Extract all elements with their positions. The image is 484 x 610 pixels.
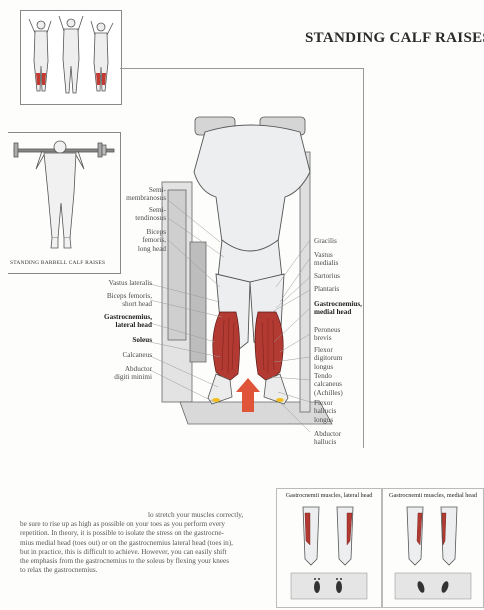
body-line: lo stretch your muscles correctly, xyxy=(20,511,275,520)
legs-medial-illustration xyxy=(383,499,483,605)
label-gastrocnemius-lateral: Gastrocnemius, lateral head xyxy=(104,313,152,330)
label-semitendinosus: Semi- tendinosus xyxy=(135,206,166,223)
label-vastus-medialis: Vastus medialis xyxy=(314,251,338,268)
label-plantaris: Plantaris xyxy=(314,285,339,293)
label-abductor-hallucis: Abductor hallucis xyxy=(314,430,341,447)
label-gracilis: Gracilis xyxy=(314,237,337,245)
three-figures-illustration xyxy=(21,11,121,104)
body-line: repetition. In theory, it is possible to… xyxy=(20,529,275,538)
body-line: to relax the gastrocnemius. xyxy=(20,566,275,575)
thumbnail-three-figures xyxy=(20,10,122,105)
label-abductor-digiti-minimi: Abductor digiti minimi xyxy=(114,365,152,382)
diagram-lateral-head: Gastrocnemii muscles, lateral head xyxy=(276,488,382,608)
legs-lateral-illustration xyxy=(277,499,381,605)
thumbnail-barbell: STANDING BARBELL CALF RAISES xyxy=(8,132,121,274)
barbell-figure-illustration xyxy=(8,133,120,258)
label-vastus-lateralis: Vastus lateralis xyxy=(109,279,152,287)
diagram-medial-head: Gastrocnemii muscles, medial head xyxy=(382,488,484,608)
label-biceps-femoris-long: Biceps femoris, long head xyxy=(138,228,166,253)
label-flexor-digitorum-longus: Flexor digitorum longus xyxy=(314,346,342,371)
diagram-title: Gastrocnemii muscles, lateral head xyxy=(277,489,381,499)
frame-line-top xyxy=(120,68,363,69)
label-peroneus-brevis: Peroneus brevis xyxy=(314,326,340,343)
label-sartorius: Sartorius xyxy=(314,272,340,280)
diagram-title: Gastrocnemii muscles, medial head xyxy=(383,489,483,499)
frame-line-right xyxy=(363,68,364,448)
label-calcaneus: Calcaneus xyxy=(122,351,152,359)
body-paragraph: lo stretch your muscles correctly, be su… xyxy=(20,511,275,575)
page-title: STANDING CALF RAISES xyxy=(305,30,484,47)
body-line: be sure to rise up as high as possible o… xyxy=(20,520,275,529)
label-gastrocnemius-medial: Gastrocnemius, medial head xyxy=(314,300,362,317)
body-line: the emphasis from the gastrocnemius to t… xyxy=(20,557,275,566)
side-caption: STANDING BARBELL CALF RAISES xyxy=(10,260,105,266)
body-line: but in practice, this is difficult to ac… xyxy=(20,548,275,557)
label-semimembranosus: Semi- membranosus xyxy=(126,186,166,203)
label-flexor-hallucis-longus: Flexor hallucis longus xyxy=(314,399,336,424)
label-tendo-calcaneus: Tendo calcaneus (Achilles) xyxy=(314,372,343,397)
label-biceps-femoris-short: Biceps femoris, short head xyxy=(107,292,152,309)
label-soleus: Soleus xyxy=(132,336,152,344)
body-line: mius medial head (toes out) or on the ga… xyxy=(20,539,275,548)
